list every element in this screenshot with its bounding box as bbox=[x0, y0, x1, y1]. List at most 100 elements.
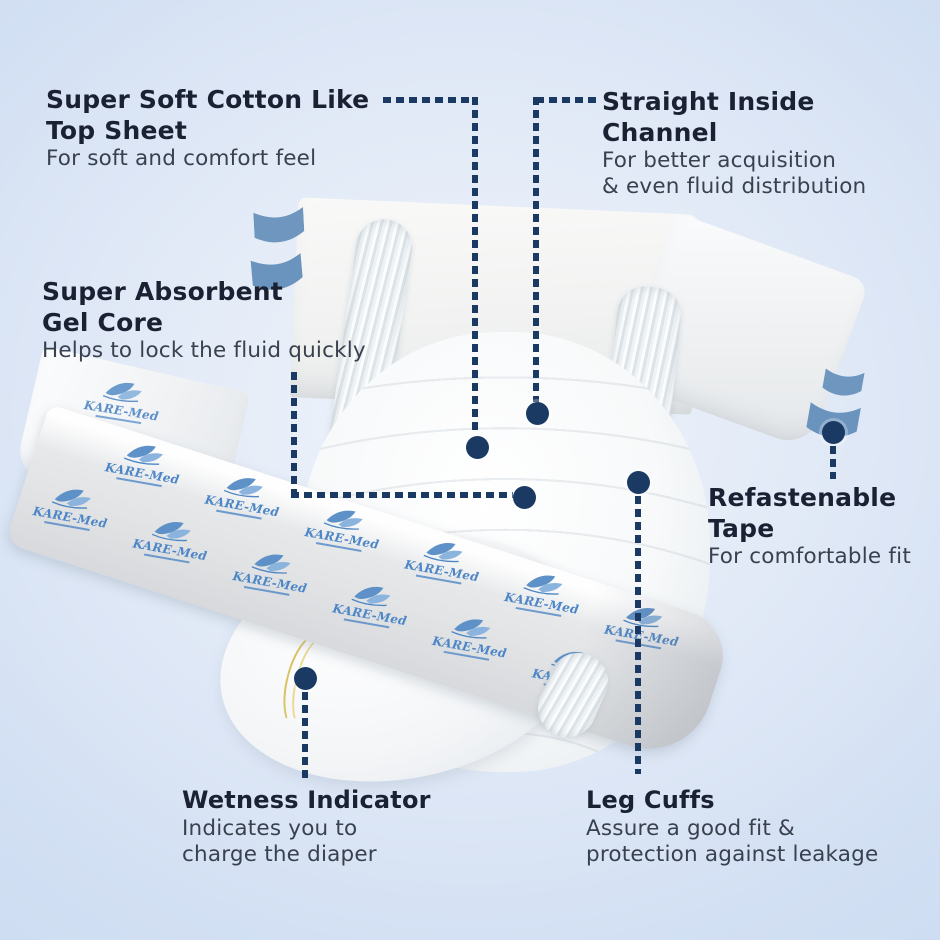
brand-name: KARE-Med bbox=[503, 589, 580, 617]
callout-title: Leg Cuffs bbox=[586, 785, 878, 816]
title-line: Gel Core bbox=[42, 308, 164, 337]
brand-logo: KARE-Med bbox=[103, 436, 181, 489]
callout-description: Assure a good fit & protection against l… bbox=[586, 816, 878, 868]
title-line: Wetness Indicator bbox=[182, 786, 431, 814]
pointer-dot-leg-cuffs bbox=[627, 471, 650, 494]
leaf-icon bbox=[351, 586, 391, 607]
title-line: Super Soft Cotton Like bbox=[46, 85, 370, 114]
desc-line: Helps to lock the fluid quickly bbox=[42, 338, 366, 363]
leaf-icon bbox=[151, 522, 191, 542]
brand-underline bbox=[144, 553, 190, 563]
pointer-dot-refastenable-tape bbox=[822, 421, 845, 444]
pointer-dot-gel-core bbox=[513, 486, 536, 509]
leaf-icon bbox=[102, 382, 142, 403]
brand-logo: KARE-Med bbox=[131, 512, 209, 565]
connector-gel-core-vertical bbox=[291, 372, 297, 496]
callout-inside-channel: Straight Inside Channel For better acqui… bbox=[602, 86, 866, 200]
callout-description: For comfortable fit bbox=[708, 544, 911, 570]
connector-wetness-vertical bbox=[302, 692, 308, 780]
callout-title: Super Soft Cotton Like Top Sheet bbox=[46, 84, 369, 146]
callout-title: Straight Inside Channel bbox=[602, 86, 866, 148]
tape-shape bbox=[806, 402, 861, 438]
brand-name: KARE-Med bbox=[231, 568, 309, 596]
leaf-icon bbox=[251, 554, 291, 574]
brand-name: KARE-Med bbox=[31, 504, 109, 531]
pointer-dot-wetness bbox=[294, 667, 317, 690]
title-line: Channel bbox=[602, 118, 718, 147]
desc-line: Indicates you to bbox=[182, 816, 358, 841]
connector-refastenable-vertical bbox=[830, 446, 836, 479]
brand-name: KARE-Med bbox=[131, 536, 209, 564]
brand-logo: KARE-Med bbox=[403, 533, 481, 586]
brand-underline bbox=[116, 477, 162, 487]
desc-line: charge the diaper bbox=[182, 842, 377, 867]
connector-gel-core-horizontal bbox=[291, 492, 513, 498]
connector-top-sheet-vertical bbox=[472, 97, 478, 435]
title-line: Tape bbox=[708, 514, 775, 543]
leaf-icon bbox=[423, 543, 463, 563]
brand-underline bbox=[343, 618, 390, 628]
brand-name: KARE-Med bbox=[431, 633, 508, 661]
brand-underline bbox=[415, 574, 462, 584]
brand-underline bbox=[515, 606, 562, 617]
brand-name: KARE-Med bbox=[303, 525, 381, 552]
desc-line: Assure a good fit & bbox=[586, 816, 795, 841]
brand-underline bbox=[316, 542, 362, 552]
leaf-icon bbox=[451, 619, 491, 639]
title-line: Straight Inside bbox=[602, 87, 815, 116]
title-line: Leg Cuffs bbox=[586, 786, 715, 814]
callout-description: Helps to lock the fluid quickly bbox=[42, 338, 366, 364]
title-line: Top Sheet bbox=[46, 116, 187, 145]
tape-shape bbox=[822, 368, 865, 396]
title-line: Refastenable bbox=[708, 483, 897, 512]
pointer-dot-channel bbox=[526, 402, 549, 425]
connector-channel-horizontal bbox=[536, 97, 598, 103]
callout-top-sheet: Super Soft Cotton Like Top Sheet For sof… bbox=[46, 84, 369, 172]
callout-title: Refastenable Tape bbox=[708, 482, 911, 544]
brand-name: KARE-Med bbox=[103, 460, 181, 487]
brand-logo: KARE-Med bbox=[303, 500, 381, 553]
pointer-dot-top-sheet bbox=[466, 436, 489, 459]
callout-description: For soft and comfort feel bbox=[46, 146, 369, 172]
callout-refastenable-tape: Refastenable Tape For comfortable fit bbox=[708, 482, 911, 570]
callout-leg-cuffs: Leg Cuffs Assure a good fit & protection… bbox=[586, 785, 878, 868]
callout-description: For better acquisition & even fluid dist… bbox=[602, 148, 866, 200]
brand-underline bbox=[443, 650, 490, 661]
brand-logo: KARE-Med bbox=[31, 479, 109, 532]
fastening-tape-right-top bbox=[816, 362, 869, 404]
callout-gel-core: Super Absorbent Gel Core Helps to lock t… bbox=[42, 276, 366, 364]
leaf-icon bbox=[123, 445, 163, 465]
brand-logo: KARE-Med bbox=[83, 373, 161, 425]
brand-underline bbox=[44, 521, 90, 531]
leaf-icon bbox=[623, 607, 663, 628]
callout-title: Super Absorbent Gel Core bbox=[42, 276, 366, 338]
brand-logo: KARE-Med bbox=[503, 565, 581, 618]
tape-shape bbox=[253, 207, 305, 243]
desc-line: & even fluid distribution bbox=[602, 174, 867, 199]
brand-name: KARE-Med bbox=[331, 601, 409, 629]
brand-name: KARE-Med bbox=[403, 557, 481, 585]
connector-top-sheet-horizontal bbox=[383, 97, 478, 103]
desc-line: For comfortable fit bbox=[708, 544, 911, 569]
leaf-icon bbox=[323, 510, 363, 530]
leaf-icon bbox=[523, 575, 563, 595]
leaf-icon bbox=[51, 489, 91, 509]
tape-shape bbox=[250, 253, 303, 290]
brand-logo: KARE-Med bbox=[603, 598, 681, 651]
connector-channel-vertical bbox=[533, 97, 539, 402]
brand-underline bbox=[243, 585, 290, 596]
title-line: Super Absorbent bbox=[42, 277, 283, 306]
desc-line: protection against leakage bbox=[586, 842, 879, 867]
callout-wetness-indicator: Wetness Indicator Indicates you to charg… bbox=[182, 785, 431, 868]
fastening-tape-left-top bbox=[253, 201, 305, 252]
brand-underline bbox=[216, 509, 262, 520]
connector-leg-cuffs-vertical bbox=[635, 496, 641, 774]
brand-name: KARE-Med bbox=[203, 492, 281, 520]
leaf-icon bbox=[223, 478, 263, 498]
fastening-tape-right-bottom bbox=[804, 395, 863, 447]
brand-logo: KARE-Med bbox=[331, 577, 409, 630]
callout-description: Indicates you to charge the diaper bbox=[182, 816, 431, 868]
brand-logo: KARE-Med bbox=[231, 544, 309, 597]
callout-title: Wetness Indicator bbox=[182, 785, 431, 816]
